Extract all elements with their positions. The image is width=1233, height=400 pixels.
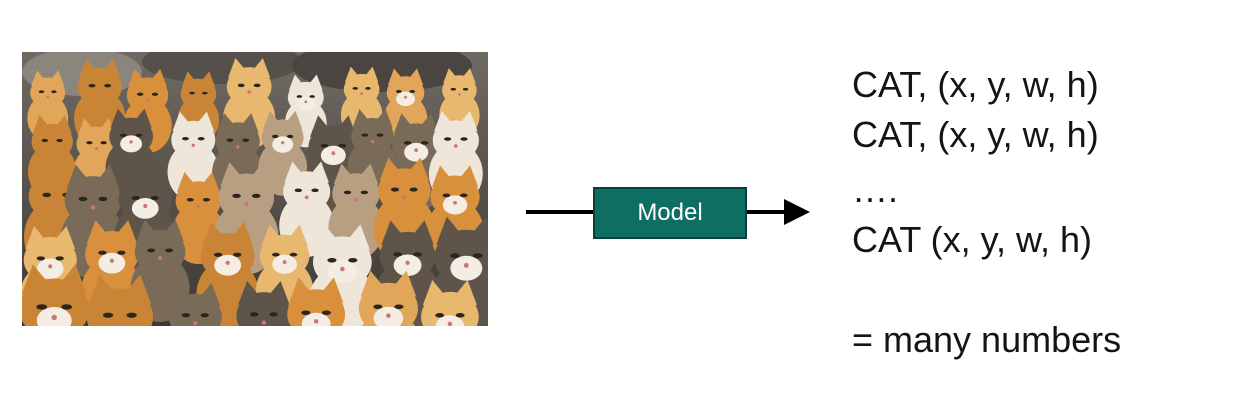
cats-photo [22,52,488,326]
model-box: Model [593,187,747,239]
cat-figure [358,270,418,326]
cat-figure [421,280,479,326]
cat-figure [22,264,90,326]
output-line-1: CAT, (x, y, w, h) [852,64,1099,105]
model-label: Model [637,199,703,226]
flow-arrow [526,199,810,225]
output-line-4: CAT (x, y, w, h) [852,219,1093,260]
output-line-2: CAT, (x, y, w, h) [852,114,1099,155]
cat-figure [236,280,292,326]
output-ellipsis: …. [852,169,899,210]
cat-figure [168,282,222,326]
summary-text: = many numbers [852,319,1122,360]
cat-figure [86,274,154,326]
cat-figure [287,277,346,326]
arrowhead-icon [784,199,810,225]
